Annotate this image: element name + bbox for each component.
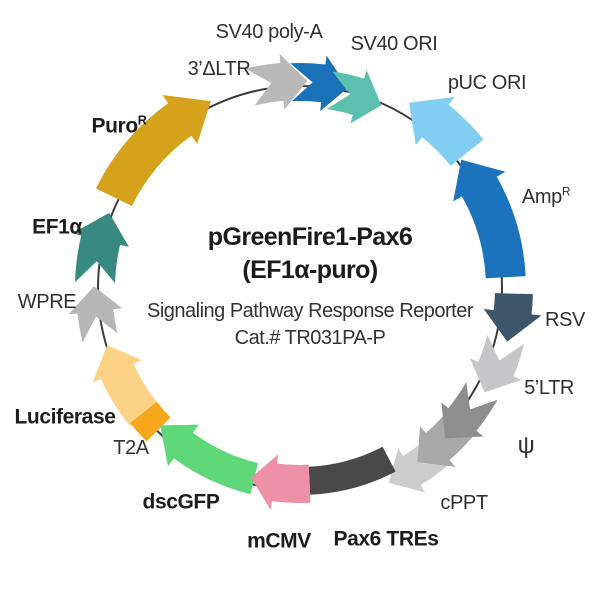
plasmid-title-block: pGreenFire1-Pax6 (EF1α-puro) Signaling P… (146, 221, 474, 352)
feature-arrow-puro-r (95, 95, 211, 207)
feature-arrow-pax6-tres (308, 446, 396, 495)
feature-arrow-wpre (68, 286, 123, 343)
feature-arrow-t2a (130, 401, 171, 442)
feature-arrow-sv40-ori (326, 69, 382, 124)
feature-arrow-puc-ori (409, 96, 484, 166)
feature-arrow-amp-r (453, 159, 526, 279)
feature-arrow-3p-delta-ltr (245, 53, 308, 110)
catalog-number: Cat.# TR031PA-P (234, 327, 386, 349)
plasmid-description: Signaling Pathway Response Reporter (146, 300, 474, 322)
feature-arrow-sv40-poly-a (290, 55, 349, 112)
feature-arrow-rsv (483, 293, 542, 342)
feature-arrow-5p-ltr (469, 334, 525, 393)
feature-arrow-cppt (388, 436, 452, 493)
feature-arrow-psi-b (417, 410, 476, 467)
plasmid-variant: (EF1α-puro) (242, 256, 378, 284)
feature-arrow-dscgfp (160, 424, 258, 495)
feature-arrow-psi (441, 382, 498, 439)
feature-arrow-luciferase (92, 345, 158, 426)
feature-arrow-mcmv (250, 454, 311, 511)
feature-arrow-ef1a (72, 212, 129, 284)
plasmid-name: pGreenFire1-Pax6 (207, 223, 413, 251)
